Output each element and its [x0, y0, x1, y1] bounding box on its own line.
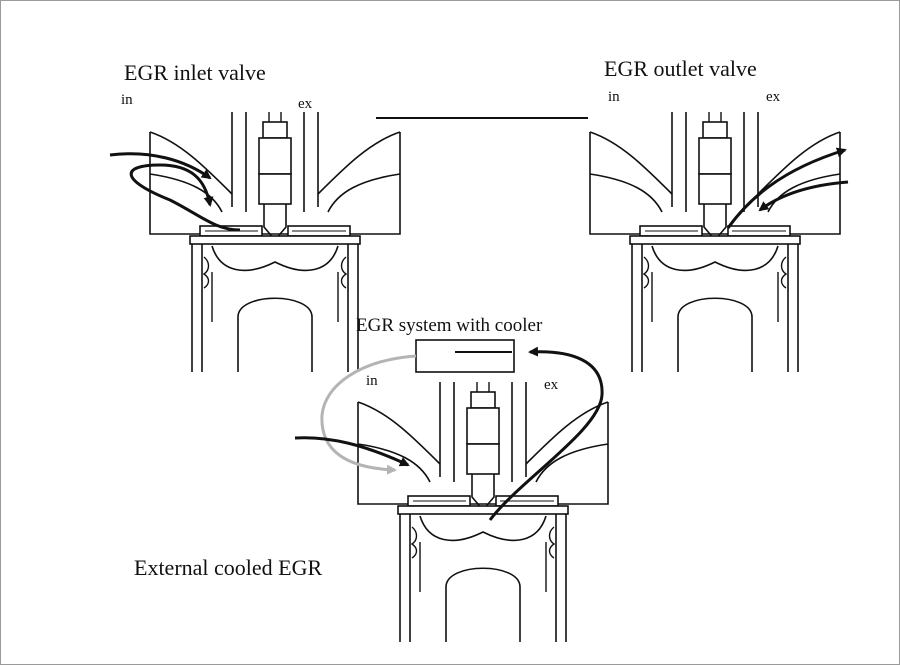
egr-cooler-box: [415, 339, 515, 373]
intake-air-arrow: [294, 436, 410, 467]
external-cooled-egr-engine: [357, 381, 609, 643]
external-panel-in-label: in: [366, 373, 378, 389]
external-cooled-egr-title: External cooled EGR: [134, 555, 323, 580]
exhaust-port-label: ex: [298, 96, 313, 112]
egr-outlet-valve-engine: [589, 111, 841, 373]
exhaust-flow-arrow: [726, 147, 847, 229]
outlet-panel-ex-label: ex: [766, 89, 781, 105]
outlet-panel-in-label: in: [608, 89, 620, 105]
egr-cooler-label: EGR system with cooler: [356, 315, 543, 336]
inlet-port-label: in: [121, 92, 133, 108]
egr-inlet-valve-title: EGR inlet valve: [124, 60, 266, 85]
cooled-egr-return-arrow: [320, 354, 417, 475]
egr-outlet-valve-title: EGR outlet valve: [604, 56, 757, 81]
exhaust-backflow-arrow: [758, 180, 849, 212]
intake-flow-arrow: [109, 152, 212, 180]
exhaust-to-cooler-arrow: [488, 346, 604, 521]
egr-recirculation-arrow: [129, 163, 241, 232]
external-panel-ex-label: ex: [544, 377, 559, 393]
